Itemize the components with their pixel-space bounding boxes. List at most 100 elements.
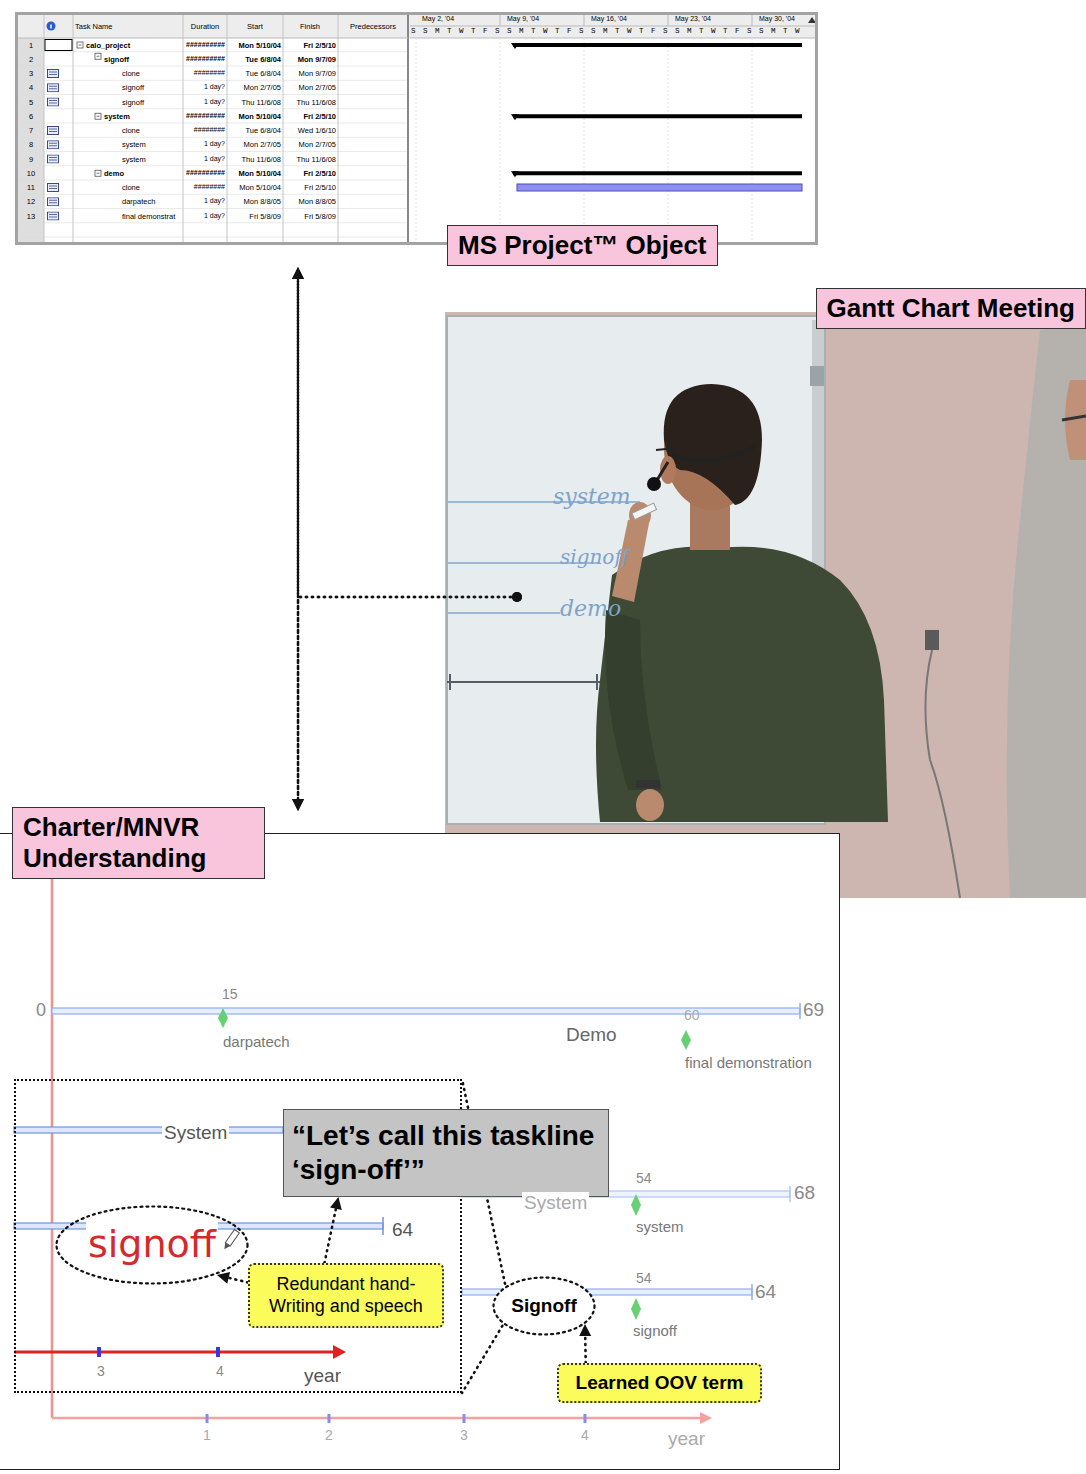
gantt-bar (511, 43, 802, 191)
gantt-bar (517, 184, 802, 191)
text-anchor: 6 (29, 112, 33, 121)
text-anchor: Mon 2/7/05 (298, 83, 336, 92)
text-anchor: clone (122, 126, 140, 135)
chart-label: 60 (684, 1007, 700, 1024)
text-anchor: S S M T W T F S S M T W T F S S M T W T … (411, 27, 801, 36)
ellipse-text: signoff (86, 1222, 218, 1268)
panel-title: Charter/MNVR Understanding (12, 807, 265, 879)
text-anchor: final demonstrat (122, 212, 175, 221)
table-cell: 12 (27, 197, 35, 206)
expand-box (77, 42, 101, 176)
table-cell: Fri 2/5/10 (304, 183, 336, 192)
gantt-bar (511, 114, 519, 120)
gantt-bar (513, 171, 802, 175)
text-anchor: system (104, 112, 130, 121)
table-cell: 1 day? (204, 155, 225, 163)
table-cell: Tue 6/8/04 (245, 69, 281, 78)
text-anchor: May 23, '04 (675, 15, 711, 23)
task-icon (48, 127, 59, 135)
arrowhead (292, 267, 304, 279)
task-icon (48, 155, 59, 163)
chart-label: 54 (636, 1170, 652, 1187)
text-anchor: ######## (194, 69, 225, 77)
text-anchor: Predecessors (350, 22, 396, 31)
text-anchor: Tue 6/8/04 (245, 69, 281, 78)
table-cell: Predecessors (350, 22, 396, 31)
meeting-photo (810, 366, 824, 386)
table-cell: Thu 11/6/08 (242, 155, 281, 164)
text-anchor: ########## (186, 112, 225, 120)
text-anchor: year (668, 1428, 705, 1451)
table-cell: Task Name (75, 22, 113, 31)
table-cell: demo (104, 169, 124, 178)
ellipse-text: Signoff (511, 1295, 576, 1318)
text-anchor: signoff (122, 98, 144, 107)
table-cell: Mon 9/7/09 (298, 69, 336, 78)
chart-label: 3 (97, 1363, 105, 1380)
text-anchor: system (553, 484, 631, 510)
chart-label: year (304, 1365, 341, 1388)
text-anchor: darpatech (223, 1033, 290, 1051)
charter-chart (225, 1230, 239, 1247)
table-cell: Mon 2/7/05 (243, 83, 281, 92)
timescale-header: May 23, '04 (675, 15, 711, 23)
chart-label: 4 (581, 1427, 589, 1444)
chart-label: 69 (803, 999, 824, 1022)
text-anchor: ########## (186, 169, 225, 177)
table-cell: 8 (29, 140, 33, 149)
text-anchor: 2 (29, 55, 33, 64)
table-cell: ######## (194, 69, 225, 77)
text-anchor: Mon 5/10/04 (238, 169, 281, 178)
charter-chart (751, 1284, 753, 1300)
table-cell: Fri 2/5/10 (303, 41, 336, 50)
chart-label: 2 (325, 1427, 333, 1444)
chart-label: 64 (755, 1281, 776, 1304)
meeting-photo (636, 780, 660, 788)
text-anchor: Task Name (75, 22, 113, 31)
text-anchor: 3 (460, 1427, 468, 1444)
table-cell: clone (122, 183, 140, 192)
dotted-connector (217, 1272, 248, 1284)
dotted-connector (292, 592, 522, 811)
task-icon (48, 70, 59, 78)
task-icon (48, 141, 59, 149)
text-anchor: demo (104, 169, 124, 178)
charter-chart (631, 1194, 641, 1216)
meeting-photo (647, 477, 661, 491)
text-anchor: 68 (794, 1182, 815, 1205)
table-cell: Fri 2/5/10 (303, 169, 336, 178)
charter-chart (222, 1243, 230, 1251)
term-ellipse: Signoff (492, 1276, 596, 1336)
ms-project-screenshot (44, 15, 338, 242)
chart-label: 1 (203, 1427, 211, 1444)
text-anchor: Mon 8/8/05 (243, 197, 281, 206)
table-cell: ########## (186, 169, 225, 177)
meeting-photo (632, 503, 657, 519)
connector-line (298, 597, 517, 800)
table-cell: final demonstrat (122, 212, 175, 221)
chart-label: 64 (392, 1219, 413, 1242)
table-cell: 3 (29, 69, 33, 78)
table-cell: Mon 2/7/05 (298, 140, 336, 149)
text-anchor: 4 (216, 1363, 224, 1380)
table-cell: Mon 2/7/05 (298, 83, 336, 92)
text-anchor: 8 (29, 140, 33, 149)
charter-chart (207, 1414, 585, 1423)
ms-project-screenshot (50, 25, 51, 29)
whiteboard-writing: system (553, 484, 631, 510)
text-anchor: Mon 5/10/04 (238, 41, 281, 50)
text-anchor: Mon 2/7/05 (298, 140, 336, 149)
text-anchor: 3 (97, 1363, 105, 1380)
table-cell: ########## (186, 41, 225, 49)
task-icon (48, 212, 59, 220)
text-anchor: demo (560, 596, 621, 622)
timescale-header: May 30, '04 (759, 15, 795, 23)
table-cell: ######## (194, 126, 225, 134)
gantt-bar (511, 171, 519, 177)
text-anchor: Mon 8/8/05 (298, 197, 336, 206)
text-anchor: Tue 6/8/04 (245, 126, 281, 135)
table-cell: 1 (29, 41, 33, 50)
text-anchor: May 9, '04 (507, 15, 539, 23)
table-cell: signoff (104, 55, 129, 64)
text-anchor: 54 (636, 1270, 652, 1287)
